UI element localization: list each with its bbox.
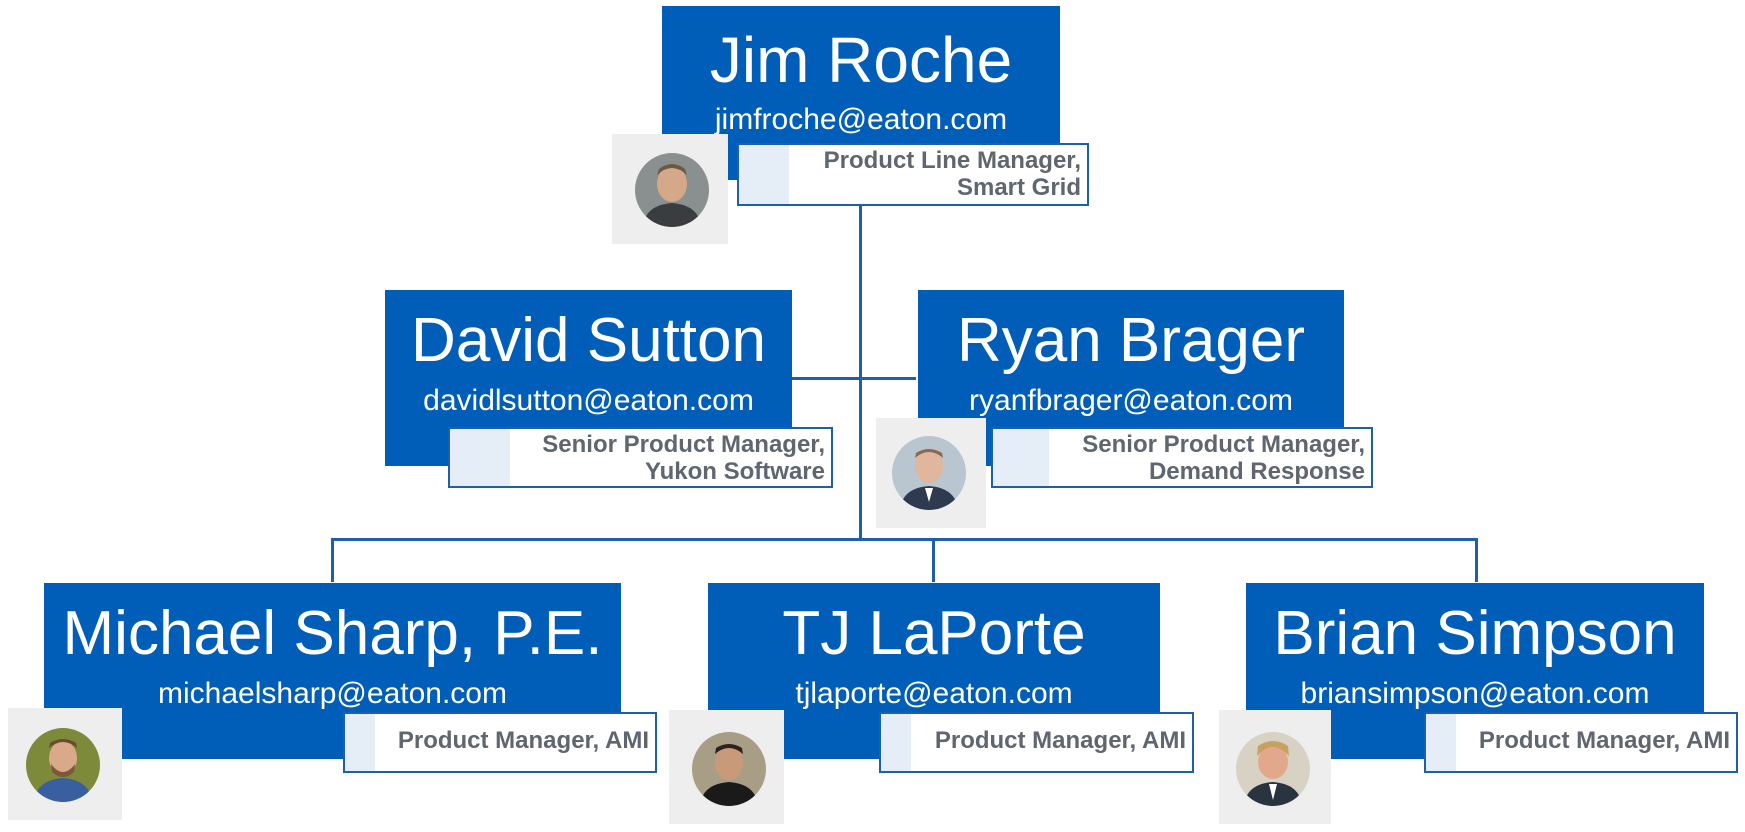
person-email: briansimpson@eaton.com xyxy=(1300,677,1650,710)
person-name: TJ LaPorte xyxy=(782,599,1086,668)
person-photo-frame xyxy=(669,710,784,824)
person-photo-icon xyxy=(692,732,766,806)
person-email: tjlaporte@eaton.com xyxy=(795,677,1073,710)
person-name: Michael Sharp, P.E. xyxy=(62,599,603,668)
person-photo-icon xyxy=(635,153,709,227)
connector-assistants xyxy=(792,377,916,380)
connector-trunk xyxy=(859,186,862,540)
person-name: Brian Simpson xyxy=(1273,599,1677,668)
person-email: michaelsharp@eaton.com xyxy=(158,677,507,710)
person-title: Product Manager, AMI xyxy=(1424,712,1738,773)
person-photo-frame xyxy=(612,134,728,244)
person-photo-frame xyxy=(8,708,122,820)
person-title: Senior Product Manager, Yukon Software xyxy=(448,427,833,488)
person-title: Product Line Manager, Smart Grid xyxy=(737,143,1089,206)
person-email: ryanfbrager@eaton.com xyxy=(969,384,1293,417)
person-photo-icon xyxy=(1236,732,1310,806)
person-name: Ryan Brager xyxy=(956,306,1306,375)
connector-bottom-bar xyxy=(331,538,1478,541)
person-title: Product Manager, AMI xyxy=(879,712,1194,773)
person-name: Jim Roche xyxy=(709,24,1013,96)
connector-drop-tj xyxy=(932,538,935,582)
person-name: David Sutton xyxy=(411,306,766,375)
person-email: jimfroche@eaton.com xyxy=(714,103,1008,136)
person-photo-frame xyxy=(1219,710,1331,824)
person-email: davidlsutton@eaton.com xyxy=(423,384,754,417)
person-photo-frame xyxy=(876,418,986,528)
person-title: Senior Product Manager, Demand Response xyxy=(991,427,1373,488)
person-title: Product Manager, AMI xyxy=(343,712,657,773)
person-photo-icon xyxy=(892,436,966,510)
person-photo-icon xyxy=(26,728,100,802)
connector-drop-brian xyxy=(1475,538,1478,582)
connector-drop-michael xyxy=(331,538,334,582)
